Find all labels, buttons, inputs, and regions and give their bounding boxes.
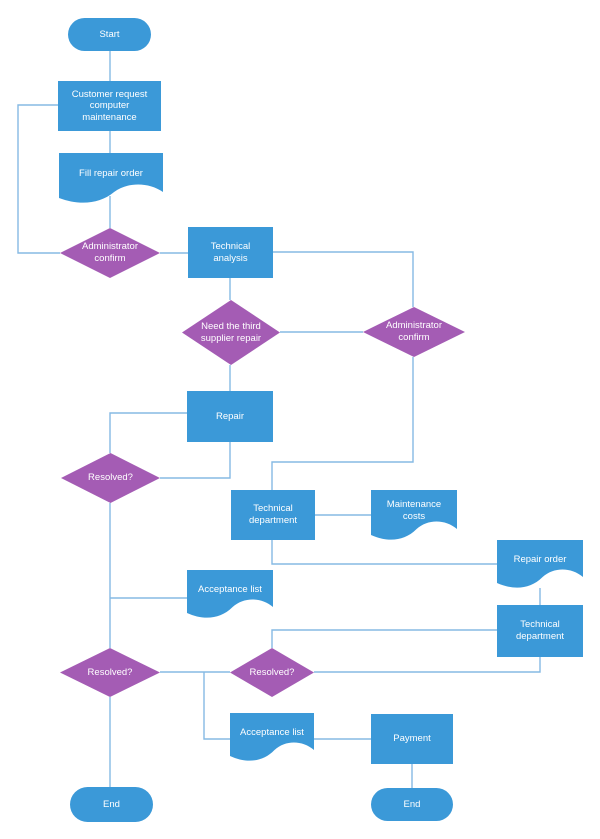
node-label: Technical analysis (210, 240, 251, 264)
node-label: Technical department (248, 503, 298, 526)
node-customer-request: Customer request computer maintenance (58, 81, 161, 131)
edge-resolved-1-to-repair (109, 412, 187, 453)
node-label: Acceptance list (198, 583, 262, 595)
node-label: Payment (393, 733, 431, 745)
edge-technical-dept-2-to-resolved-3-right (314, 657, 541, 673)
node-end-2: End (371, 788, 453, 821)
node-technical-department-1: Technical department (231, 490, 315, 540)
node-acceptance-list-2: Acceptance list (230, 713, 314, 761)
edge-repair-to-resolved-1 (160, 442, 231, 479)
document-shape (371, 490, 457, 540)
edge-technical-dept-1-to-repair-order (271, 540, 497, 565)
node-repair-order: Repair order (497, 540, 583, 588)
node-end-1: End (70, 787, 153, 822)
node-start: Start (68, 18, 151, 51)
document-shape (187, 570, 273, 618)
node-label: Acceptance list (240, 726, 304, 738)
node-label: Administrator confirm (82, 241, 138, 264)
edge-branch-to-acceptance-list-2 (203, 672, 230, 740)
node-label: Maintenance costs (386, 498, 442, 522)
document-shape (230, 713, 314, 761)
node-label: Fill repair order (79, 167, 143, 179)
node-technical-department-2: Technical department (497, 605, 583, 657)
edge-admin-confirm-1-loop-to-customer (17, 104, 60, 254)
node-acceptance-list-1: Acceptance list (187, 570, 273, 618)
node-label: End (103, 798, 120, 810)
document-shape (59, 153, 163, 203)
node-label: Repair (216, 410, 244, 422)
node-label: Need the third supplier repair (200, 320, 262, 344)
node-repair: Repair (187, 391, 273, 442)
node-label: Resolved? (87, 666, 133, 678)
node-label: Resolved? (249, 666, 295, 678)
node-label: Start (99, 28, 120, 40)
edge-technical-dept-2-to-resolved-3-top (271, 629, 497, 648)
node-fill-repair-order: Fill repair order (59, 153, 163, 203)
edge-technical-analysis-to-admin-confirm-2 (273, 251, 414, 307)
document-shape (497, 540, 583, 588)
node-label: Administrator confirm (386, 320, 442, 343)
node-label: Customer request computer maintenance (71, 88, 148, 123)
node-label: Resolved? (88, 472, 133, 484)
node-payment: Payment (371, 714, 453, 764)
node-label: Technical department (515, 619, 565, 642)
node-maintenance-costs: Maintenance costs (371, 490, 457, 540)
node-label: Repair order (513, 553, 567, 565)
node-technical-analysis: Technical analysis (188, 227, 273, 278)
edge-admin-confirm-2-to-technical-dept-1 (271, 357, 414, 490)
node-label: End (403, 798, 421, 810)
